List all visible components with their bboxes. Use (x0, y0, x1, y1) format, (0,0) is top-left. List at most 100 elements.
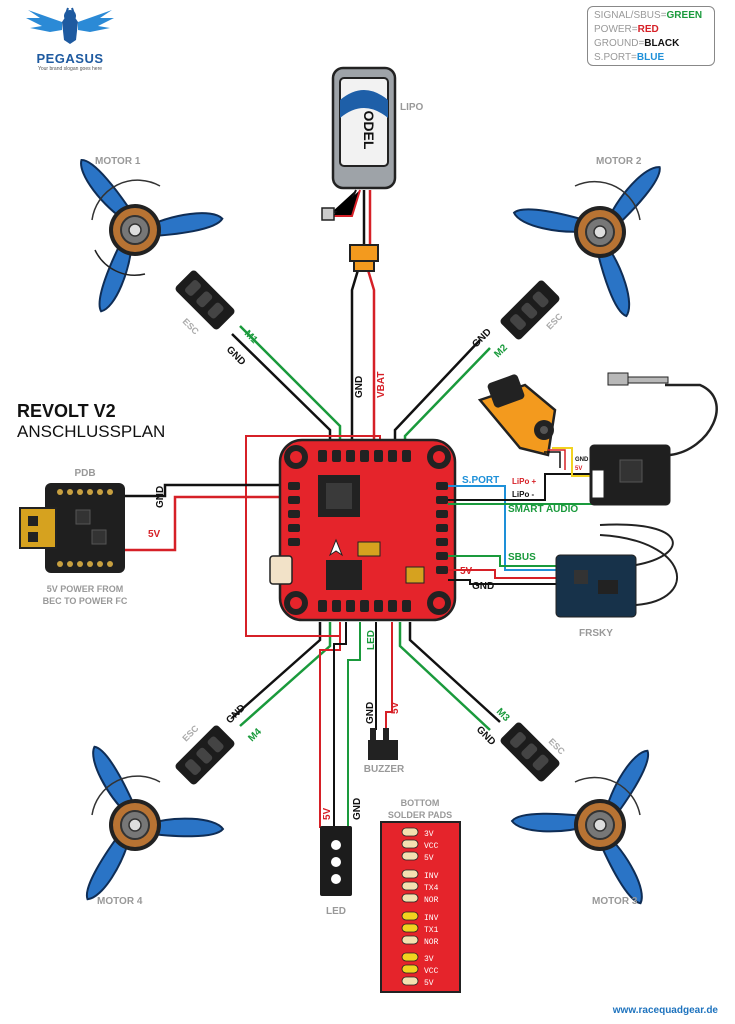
frsky-receiver (555, 523, 678, 618)
pdb-5v-label: 5V (148, 529, 161, 540)
bottom-pads-board (380, 821, 461, 993)
m2-gnd-label: GND (470, 327, 494, 351)
esc-1 (175, 270, 235, 330)
solder-pad-label: NOR (424, 896, 439, 905)
pegasus-logo-icon (26, 7, 114, 44)
esc-4-label: ESC (180, 723, 201, 744)
motor-4-rotation-arrow (91, 775, 161, 816)
buzzer-5v-label: 5V (390, 701, 401, 714)
solder-pad-label: 3V (424, 830, 434, 839)
led-strip (320, 826, 352, 896)
solder-pad (401, 839, 419, 849)
solder-pad (401, 935, 419, 945)
smart-audio-label: SMART AUDIO (508, 504, 578, 515)
buzzer-label: BUZZER (364, 764, 405, 775)
pdb-wires (120, 483, 290, 552)
solder-pad (401, 976, 419, 986)
legend-row-power: POWER=RED (594, 24, 659, 35)
buzzer-gnd-label: GND (365, 702, 376, 724)
solder-pad (401, 827, 419, 837)
esc-1-label: ESC (181, 316, 202, 337)
m2-label: M2 (492, 342, 510, 360)
solder-pad (401, 869, 419, 879)
sport-label: S.PORT (462, 475, 499, 486)
pdb-note-line-2: BEC TO POWER FC (43, 596, 128, 606)
solder-pad-label: TX4 (424, 884, 439, 893)
solder-pad-label: TX1 (424, 926, 439, 935)
brand-logo: PEGASUS Your brand slogan goes here (20, 4, 120, 72)
camera-gnd-label: GND (575, 457, 589, 463)
title-line-2: ANSCHLUSSPLAN (17, 422, 166, 441)
vtx-lipo-plus-label: LiPo + (512, 477, 537, 486)
diagram-title: REVOLT V2 ANSCHLUSSPLAN (17, 401, 165, 442)
board-led-label: LED (366, 630, 377, 650)
motor-4-label: MOTOR 4 (97, 896, 143, 907)
board-vbat-label: VBAT (376, 372, 387, 398)
sbus-5v-label: 5V (460, 566, 473, 577)
vtx-lipo-minus-label: LiPo - (512, 490, 535, 499)
lipo-label: LIPO (400, 102, 424, 113)
legend-row-ground: GROUND=BLACK (594, 38, 680, 49)
footer-url[interactable]: www.racequadgear.de (612, 1005, 718, 1016)
esc-4 (175, 725, 235, 785)
lipo-battery: ODEL (321, 66, 397, 272)
pdb-board (19, 483, 125, 573)
bottom-pads-title-1: BOTTOM (401, 798, 440, 808)
solder-pad-label: 3V (424, 955, 434, 964)
motor-1-rotation-arrow (91, 179, 161, 221)
m3-gnd-label: GND (474, 724, 498, 748)
brand-slogan: Your brand slogan goes here (37, 66, 103, 72)
solder-pad-label: VCC (424, 842, 439, 851)
flight-controller-board (269, 438, 457, 622)
solder-pad-label: INV (424, 872, 439, 881)
m1-gnd-label: GND (224, 344, 248, 368)
pdb-note-line-1: 5V POWER FROM (47, 584, 124, 594)
bottom-wires (319, 622, 393, 828)
video-transmitter (589, 372, 718, 506)
brand-name: PEGASUS (36, 51, 104, 66)
battery-brand-label: ODEL (361, 111, 377, 150)
esc-2-label: ESC (544, 311, 565, 332)
bottom-pads-title-2: SOLDER PADS (388, 810, 452, 820)
motor-3-label: MOTOR 3 (592, 896, 638, 907)
fpv-camera (477, 374, 592, 477)
lipo-wires (332, 189, 376, 448)
solder-pad (401, 893, 419, 903)
motor-3-rotation-arrow (574, 776, 641, 816)
m4-label: M4 (246, 726, 264, 744)
wire-color-legend: SIGNAL/SBUS=GREEN POWER=RED GROUND=BLACK… (587, 6, 715, 66)
motor-1-label: MOTOR 1 (95, 156, 141, 167)
esc-3 (500, 722, 560, 782)
legend-row-sport: S.PORT=BLUE (594, 52, 665, 63)
solder-pad-label: 5V (424, 854, 434, 863)
solder-pad (401, 851, 419, 861)
led-5v-label: 5V (322, 807, 333, 820)
solder-pad-label: 5V (424, 979, 434, 988)
solder-pad (401, 923, 419, 933)
solder-pad-label: NOR (424, 938, 439, 947)
right-wires (448, 473, 592, 585)
solder-pad-label: VCC (424, 967, 439, 976)
solder-pad (401, 911, 419, 921)
motor-2-rotation-arrow (574, 180, 641, 221)
sbus-label: SBUS (508, 552, 536, 563)
esc-2 (500, 280, 560, 340)
solder-pad-label: INV (424, 914, 439, 923)
pdb-gnd-label: GND (155, 486, 166, 508)
motor-2-label: MOTOR 2 (596, 156, 642, 167)
solder-pad (401, 952, 419, 962)
solder-pad (401, 881, 419, 891)
board-gnd-label: GND (354, 376, 365, 398)
led-gnd-label: GND (352, 798, 363, 820)
title-line-1: REVOLT V2 (17, 401, 116, 421)
pdb-label: PDB (74, 468, 95, 479)
solder-pad (401, 964, 419, 974)
frsky-label: FRSKY (579, 628, 613, 639)
led-label: LED (326, 906, 346, 917)
m3-label: M3 (494, 706, 512, 724)
sbus-gnd-label: GND (472, 581, 494, 592)
legend-row-signal: SIGNAL/SBUS=GREEN (594, 10, 703, 21)
motor-1 (72, 154, 225, 316)
